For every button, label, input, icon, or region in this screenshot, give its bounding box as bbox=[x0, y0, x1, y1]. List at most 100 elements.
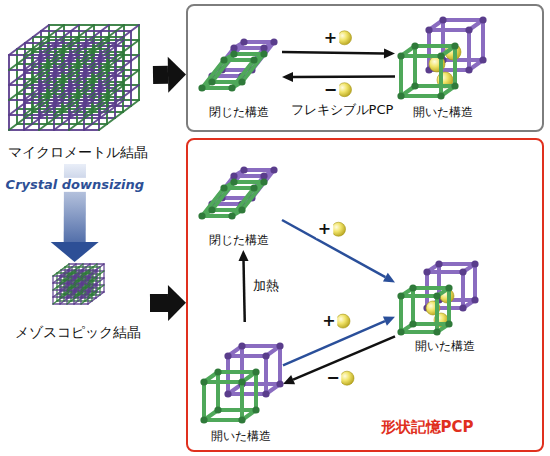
frame-linker bbox=[226, 356, 230, 394]
structure-label: 閉じた構造 bbox=[196, 233, 282, 247]
metal-node bbox=[437, 52, 444, 59]
lattice-strut bbox=[67, 271, 83, 283]
structure-label: 開いた構造 bbox=[198, 429, 283, 443]
guest-molecule bbox=[340, 371, 354, 385]
lattice-strut bbox=[60, 264, 76, 276]
desorption-arrow-label: − bbox=[324, 369, 341, 387]
metal-node bbox=[224, 352, 231, 359]
desorption-arrow-label: − bbox=[322, 81, 339, 99]
frame-linker bbox=[413, 322, 449, 326]
lattice-strut bbox=[99, 55, 139, 85]
metal-node bbox=[397, 328, 404, 335]
lattice-strut bbox=[81, 278, 97, 290]
lattice-strut bbox=[53, 292, 69, 304]
illustration-group bbox=[198, 38, 277, 91]
desorption-arrow bbox=[293, 75, 395, 78]
metal-node bbox=[423, 268, 430, 275]
frame-linker bbox=[401, 94, 441, 98]
frame-linker bbox=[439, 262, 475, 266]
metal-node bbox=[220, 56, 227, 63]
open-structure: 開いた構造 bbox=[395, 258, 495, 356]
lattice-strut bbox=[99, 85, 139, 115]
frame-linker bbox=[473, 264, 477, 300]
frame-linker bbox=[234, 52, 264, 56]
heating-arrow-label: 加熱 bbox=[251, 279, 281, 293]
metal-node bbox=[465, 26, 472, 33]
frame-linker bbox=[447, 288, 451, 324]
metal-node bbox=[459, 268, 466, 275]
frame-linker bbox=[240, 346, 244, 384]
frame-linker bbox=[254, 372, 258, 410]
metal-node bbox=[479, 16, 486, 23]
closed-structure: 閉じた構造 bbox=[196, 22, 282, 122]
open-framework bbox=[200, 368, 259, 423]
panel-title: フレキシブルPCP bbox=[267, 102, 417, 118]
frame-linker bbox=[413, 46, 417, 86]
metal-node bbox=[238, 78, 245, 85]
frame-linker bbox=[212, 182, 234, 210]
lattice-strut bbox=[8, 55, 10, 130]
frame-linker bbox=[242, 382, 280, 386]
frame-linker bbox=[481, 20, 485, 60]
lattice-strut bbox=[99, 100, 139, 130]
metal-node bbox=[397, 92, 404, 99]
frame-linker bbox=[429, 28, 469, 32]
lattice-strut bbox=[88, 271, 104, 283]
lattice-strut bbox=[74, 278, 90, 290]
closed-structure: 閉じた構造 bbox=[196, 150, 282, 250]
structure-label: マイクロメートル結晶 bbox=[3, 144, 153, 161]
metal-node bbox=[435, 260, 442, 267]
metal-node bbox=[451, 82, 458, 89]
illustration-group bbox=[397, 260, 478, 335]
frame-linker bbox=[461, 272, 465, 308]
frame-linker bbox=[415, 84, 455, 88]
metal-node bbox=[433, 292, 440, 299]
lattice-strut bbox=[88, 278, 104, 290]
lattice-strut bbox=[67, 264, 83, 276]
lattice-strut bbox=[53, 303, 88, 304]
lattice-strut bbox=[60, 285, 76, 297]
frame-linker bbox=[240, 382, 244, 420]
frame-linker bbox=[216, 372, 220, 410]
open-framework bbox=[397, 284, 452, 335]
metal-node bbox=[411, 42, 418, 49]
shape-memory-panel: 形状記憶PCP閉じた構造開いた構造開いた構造 bbox=[186, 138, 544, 452]
metal-node bbox=[238, 416, 245, 423]
lattice-strut bbox=[81, 285, 97, 297]
metal-node bbox=[250, 184, 257, 191]
illustration-group bbox=[53, 264, 104, 304]
metal-node bbox=[397, 52, 404, 59]
metal-node bbox=[451, 42, 458, 49]
frame-linker bbox=[228, 392, 266, 396]
heating-arrow bbox=[244, 261, 245, 322]
frame-linker bbox=[443, 18, 483, 22]
metal-node bbox=[270, 166, 277, 173]
lattice-strut bbox=[53, 285, 69, 297]
adsorption-arrow-label: + bbox=[316, 220, 333, 238]
metal-node bbox=[262, 352, 269, 359]
frame-linker bbox=[401, 54, 441, 58]
structure-illustration bbox=[198, 322, 283, 446]
lattice-strut bbox=[88, 292, 104, 304]
metal-node bbox=[409, 284, 416, 291]
metal-node bbox=[200, 378, 207, 385]
crystal-node: メゾスコピック結晶 bbox=[5, 262, 150, 344]
lattice-strut bbox=[99, 25, 139, 55]
metal-node bbox=[228, 212, 235, 219]
guest-molecule bbox=[338, 83, 352, 97]
lattice-strut bbox=[99, 70, 139, 100]
metal-node bbox=[250, 56, 257, 63]
adsorption-arrow bbox=[282, 220, 385, 277]
metal-node bbox=[439, 16, 446, 23]
lattice-strut bbox=[60, 292, 76, 304]
lattice-strut bbox=[130, 31, 132, 106]
metal-node bbox=[433, 328, 440, 335]
frame-linker bbox=[218, 370, 256, 374]
frame-linker bbox=[399, 56, 403, 96]
lattice-strut bbox=[53, 278, 69, 290]
metal-node bbox=[270, 38, 277, 45]
lattice-strut bbox=[53, 271, 69, 283]
metal-node bbox=[224, 390, 231, 397]
lattice-strut bbox=[81, 271, 97, 283]
metal-node bbox=[200, 416, 207, 423]
